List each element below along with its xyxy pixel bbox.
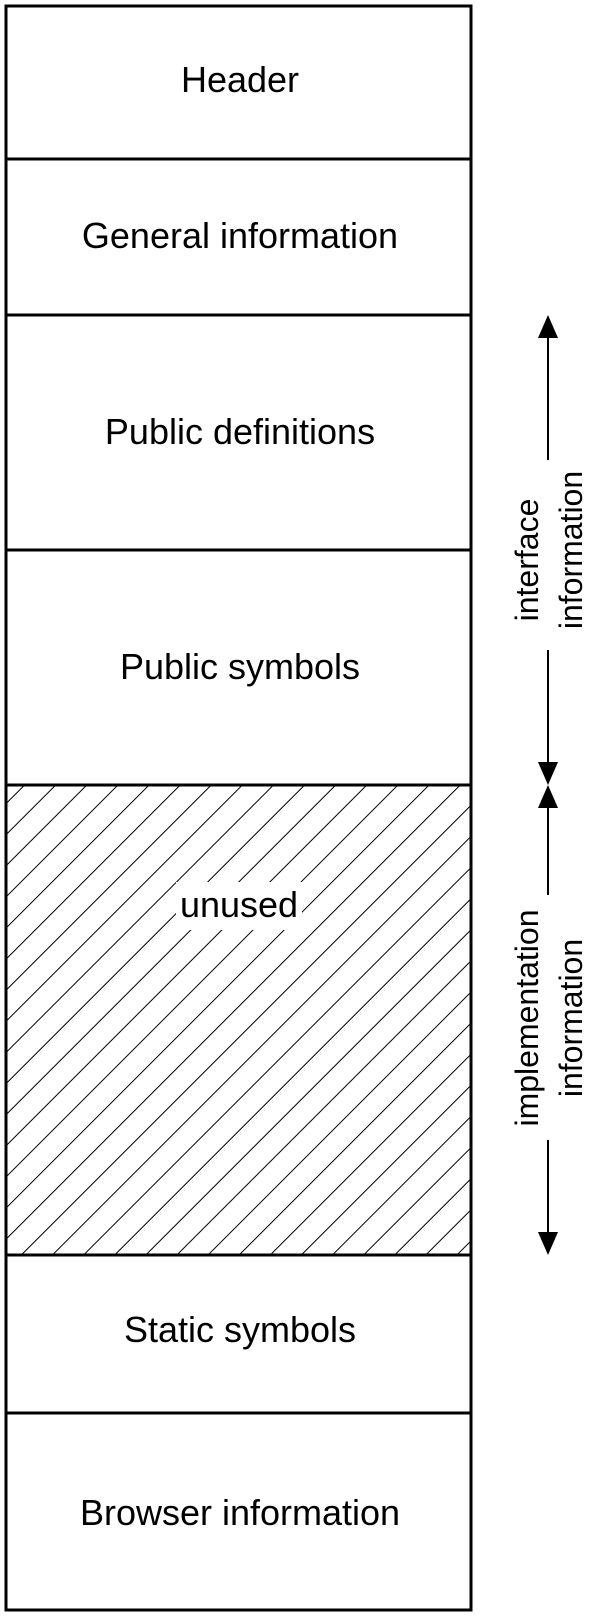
segment-public-definitions: Public definitions: [4, 313, 473, 552]
interface-annotation-line2: information: [553, 471, 589, 629]
segment-header-label: Header: [181, 59, 299, 100]
segment-public-symbols-label: Public symbols: [120, 646, 360, 687]
segment-general-information-label: General information: [82, 215, 398, 256]
segment-browser-information: Browser information: [4, 1411, 473, 1612]
arrow-up-icon: [538, 785, 558, 808]
arrow-down-icon: [538, 762, 558, 785]
arrow-up-icon: [538, 315, 558, 338]
segment-general-information: General information: [4, 157, 473, 317]
segment-unused: unused: [4, 783, 473, 1257]
segment-public-symbols: Public symbols: [4, 548, 473, 787]
segment-static-symbols-label: Static symbols: [124, 1309, 356, 1350]
implementation-range-arrow: implementation information: [509, 785, 589, 1255]
segment-unused-label: unused: [180, 884, 298, 925]
segment-public-definitions-label: Public definitions: [105, 411, 375, 452]
implementation-annotation-line2: information: [553, 939, 589, 1097]
arrow-down-icon: [538, 1232, 558, 1255]
implementation-annotation-line1: implementation: [509, 910, 545, 1127]
interface-annotation-line1: interface: [509, 499, 545, 622]
segment-browser-information-label: Browser information: [80, 1492, 400, 1533]
interface-range-arrow: interface information: [509, 315, 589, 785]
segment-header: Header: [4, 4, 473, 161]
segment-static-symbols: Static symbols: [4, 1253, 473, 1415]
